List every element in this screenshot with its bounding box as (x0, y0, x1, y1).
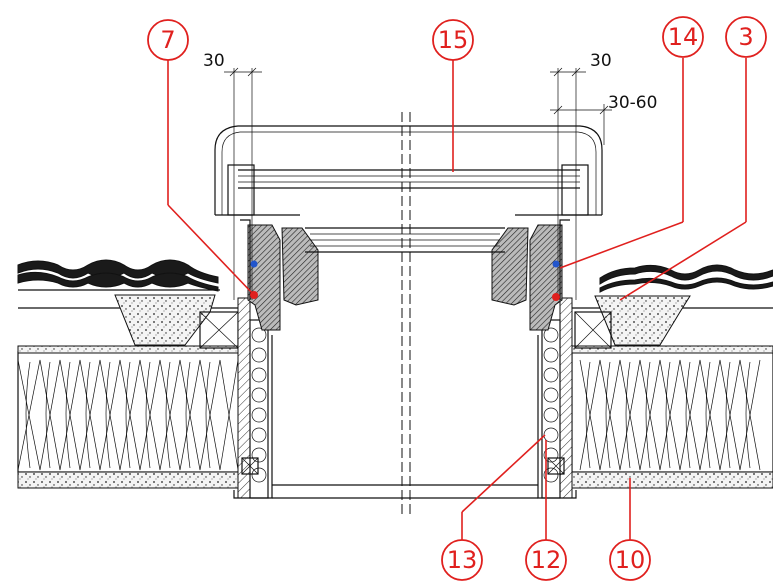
roof-deck-left (17, 345, 241, 354)
roof-tiles-right (599, 264, 773, 293)
svg-text:3: 3 (738, 23, 753, 51)
svg-text:13: 13 (447, 546, 478, 574)
svg-text:15: 15 (438, 26, 469, 54)
batten-right (574, 311, 612, 349)
callout-14: 14 (662, 16, 704, 58)
foam-wedge-left (114, 294, 216, 346)
ceiling-slab-right (571, 471, 773, 489)
callout-12: 12 (525, 539, 567, 581)
dim-left-text: 30 (203, 51, 225, 71)
svg-text:12: 12 (531, 546, 562, 574)
glazing-lower (305, 227, 505, 253)
callout-7: 7 (147, 19, 189, 61)
roof-deck-right (571, 345, 773, 354)
roof-tiles-left (17, 259, 220, 292)
marker-blue-right (552, 260, 560, 268)
callout-15: 15 (432, 19, 474, 61)
dim-right-text: 30 (590, 51, 612, 71)
shaft-wall-right (537, 297, 577, 499)
insulation-right (571, 351, 773, 473)
insulation-left (17, 351, 241, 473)
callout-10: 10 (609, 539, 651, 581)
foam-wedge-right (594, 295, 691, 346)
callout-3: 3 (725, 16, 767, 58)
marker-blue-left (250, 260, 258, 268)
frame-profile-right (491, 219, 570, 331)
svg-text:14: 14 (668, 23, 699, 51)
ceiling-slab-left (17, 471, 241, 489)
dim-range-text: 30-60 (608, 93, 657, 113)
marker-red-right (552, 293, 560, 301)
svg-text:7: 7 (160, 26, 175, 54)
svg-text:10: 10 (615, 546, 646, 574)
dome-cover (214, 125, 603, 216)
frame-profile-left (240, 219, 319, 331)
callout-13: 13 (441, 539, 483, 581)
